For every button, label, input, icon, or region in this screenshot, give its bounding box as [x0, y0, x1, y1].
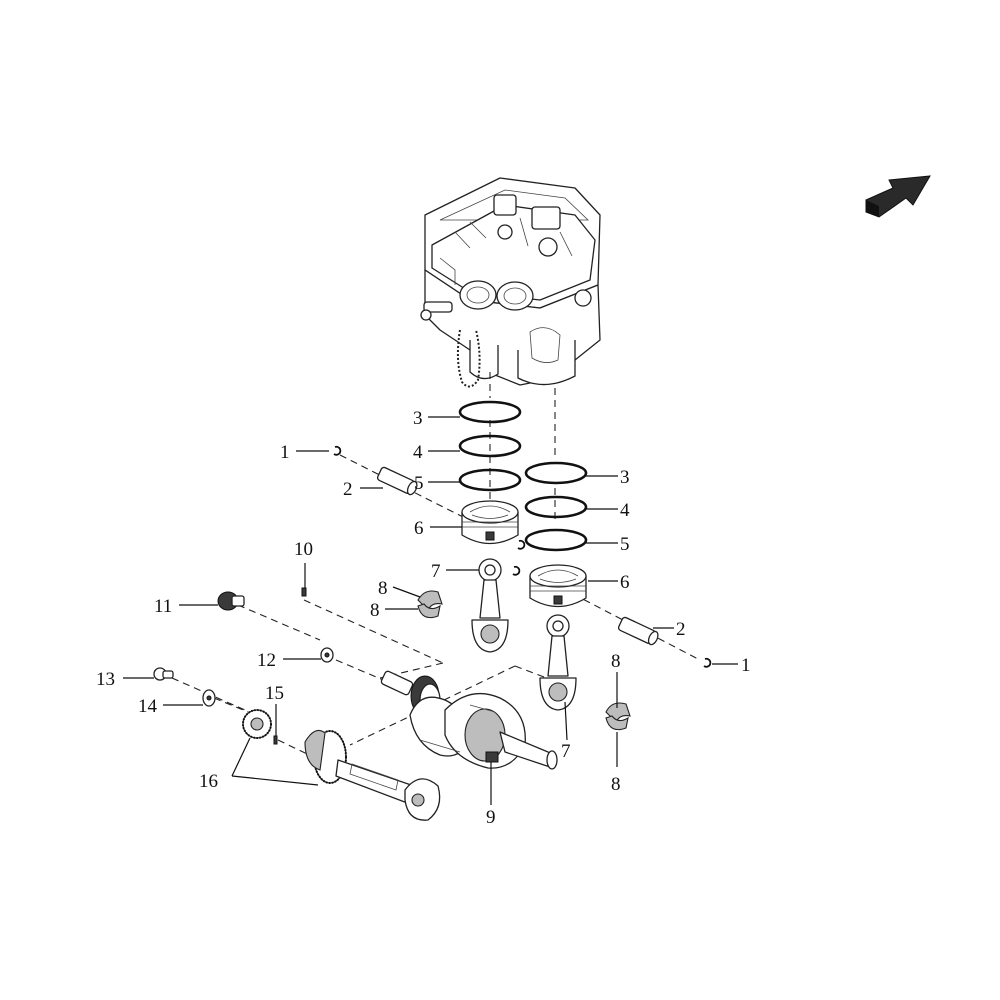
fasteners [153, 587, 334, 745]
washer-14-hole [206, 695, 212, 701]
callout-13: 13 [96, 669, 115, 690]
second-ring-right [524, 495, 588, 519]
callout-labels: 1 2 3 4 5 6 7 8 8 10 11 12 13 14 15 16 9… [96, 408, 751, 828]
engine-assembly-drawing [420, 177, 601, 388]
callout-15: 15 [265, 683, 284, 704]
callout-2-left: 2 [343, 479, 353, 500]
callout-6-right: 6 [620, 572, 630, 593]
bolt-13 [153, 667, 174, 681]
callout-8-upper-left: 8 [378, 578, 388, 599]
second-ring-left [458, 434, 522, 458]
callout-11: 11 [154, 596, 172, 617]
callout-4-left: 4 [413, 442, 423, 463]
callout-5-left: 5 [414, 473, 424, 494]
piston-pins [376, 466, 659, 646]
piston-right [529, 564, 587, 608]
bearing-shells [417, 590, 631, 731]
circlips [333, 445, 712, 668]
callout-8-upper-right: 8 [611, 651, 621, 672]
callout-1-right: 1 [741, 655, 751, 676]
piston-pin-right [617, 616, 659, 646]
balance-shaft-assembly [242, 709, 441, 821]
callout-8-lower-right: 8 [611, 774, 621, 795]
callout-16: 16 [199, 771, 218, 792]
callout-14: 14 [138, 696, 158, 717]
washer-12-hole [324, 652, 330, 658]
bearing-shell-lower-right [605, 715, 629, 731]
callout-3-right: 3 [620, 467, 630, 488]
callout-6-left: 6 [414, 518, 424, 539]
circlip-right-bottom [703, 657, 712, 668]
circlip-left-piston [517, 539, 526, 550]
callout-8-lower-left: 8 [370, 600, 380, 621]
connecting-rod-right [539, 614, 577, 711]
leader-lines [123, 416, 738, 805]
crankshaft [380, 670, 558, 770]
bolt-11 [217, 591, 245, 611]
piston-left [461, 500, 519, 545]
top-ring-right [524, 461, 588, 485]
bearing-shell-lower-left [417, 603, 441, 619]
key-10 [301, 587, 307, 597]
callout-5-right: 5 [620, 534, 630, 555]
front-direction-arrow-icon [865, 175, 931, 218]
circlip-left-top [333, 445, 342, 456]
oil-ring-left [458, 468, 522, 492]
circlip-right-piston [512, 565, 521, 576]
top-ring-left [458, 400, 522, 424]
oil-ring-right [524, 528, 588, 552]
callout-3-left: 3 [413, 408, 423, 429]
connecting-rod-left [471, 558, 509, 653]
callout-1-left: 1 [280, 442, 290, 463]
pin-15 [273, 735, 278, 745]
callout-9: 9 [486, 807, 496, 828]
callout-7-right: 7 [561, 741, 571, 762]
piston-pin-left [376, 466, 418, 496]
piston-rings [458, 400, 588, 552]
callout-10: 10 [294, 539, 313, 560]
callout-7-left: 7 [431, 561, 441, 582]
callout-12: 12 [257, 650, 276, 671]
callout-4-right: 4 [620, 500, 630, 521]
callout-2-right: 2 [676, 619, 686, 640]
